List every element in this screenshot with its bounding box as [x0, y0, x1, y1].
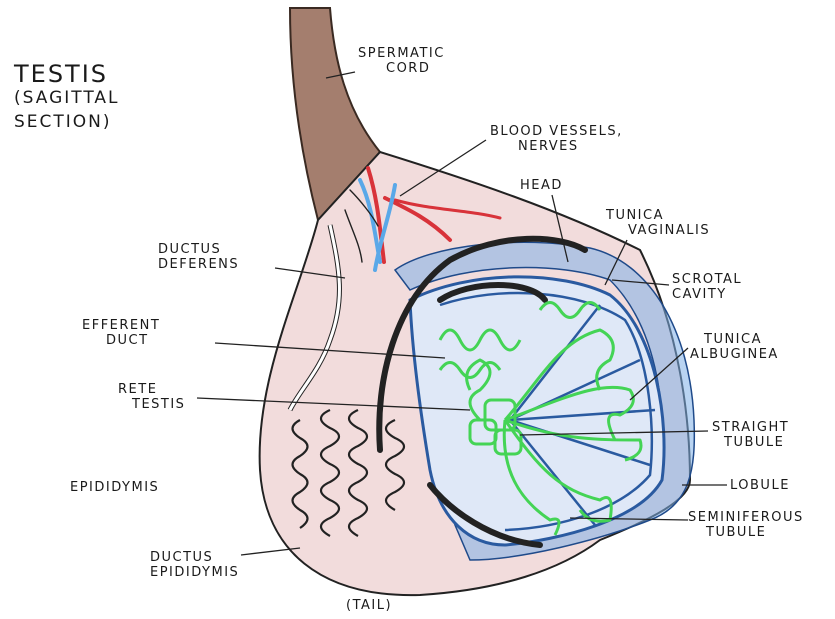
title-line-2: (Sagittal [14, 86, 120, 110]
label-seminiferous-tubule: SeminiferousTubule [688, 510, 804, 540]
label-ductus-epididymis: DuctusEpididymis [150, 550, 239, 580]
diagram-title: Testis (Sagittal Section) [14, 62, 120, 134]
label-tunica-vaginalis: TunicaVaginalis [606, 208, 710, 238]
label-ductus-deferens: DuctusDeferens [158, 242, 239, 272]
label-epididymis: Epididymis [70, 480, 159, 495]
title-line-3: Section) [14, 110, 120, 134]
label-straight-tubule: StraightTubule [712, 420, 789, 450]
label-spermatic-cord: SpermaticCord [358, 46, 445, 76]
label-scrotal-cavity: ScrotalCavity [672, 272, 742, 302]
label-tail: (Tail) [346, 598, 392, 613]
label-head: Head [520, 178, 563, 193]
label-efferent-duct: EfferentDuct [82, 318, 160, 348]
title-line-1: Testis [14, 62, 120, 86]
label-rete-testis: ReteTestis [118, 382, 185, 412]
label-lobule: Lobule [730, 478, 790, 493]
label-tunica-albuginea: TunicaAlbuginea [690, 332, 779, 362]
label-blood-vessels: Blood Vessels,Nerves [490, 124, 623, 154]
